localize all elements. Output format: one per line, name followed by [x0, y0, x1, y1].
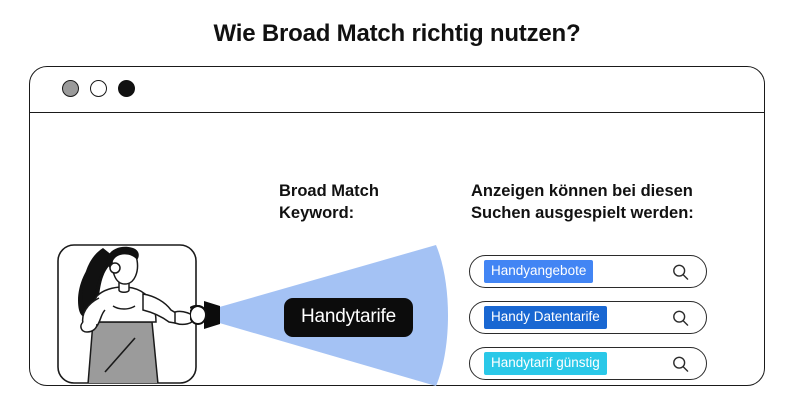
browser-window: Broad Match Keyword: Anzeigen können bei… — [29, 66, 765, 386]
window-controls — [62, 80, 135, 97]
search-pill-3[interactable]: Handytarif günstig — [469, 347, 707, 380]
search-queries-heading: Anzeigen können bei diesen Suchen ausges… — [471, 182, 694, 222]
gray-dot-icon[interactable] — [62, 80, 79, 97]
broad-match-keyword-heading: Broad Match Keyword: — [279, 182, 379, 222]
search-query-text-3: Handytarif günstig — [484, 352, 607, 375]
search-query-text-2: Handy Datentarife — [484, 306, 607, 329]
search-query-text-1: Handyangebote — [484, 260, 594, 283]
woman-with-flashlight-illustration — [57, 244, 197, 384]
search-icon[interactable] — [672, 355, 689, 372]
browser-content: Broad Match Keyword: Anzeigen können bei… — [30, 113, 764, 386]
browser-titlebar — [30, 67, 764, 113]
search-pill-2[interactable]: Handy Datentarife — [469, 301, 707, 334]
black-dot-icon[interactable] — [118, 80, 135, 97]
white-dot-icon[interactable] — [90, 80, 107, 97]
search-icon[interactable] — [672, 263, 689, 280]
search-pill-1[interactable]: Handyangebote — [469, 255, 707, 288]
search-icon[interactable] — [672, 309, 689, 326]
page-title: Wie Broad Match richtig nutzen? — [213, 20, 581, 47]
broad-match-keyword-chip: Handytarife — [284, 298, 413, 337]
